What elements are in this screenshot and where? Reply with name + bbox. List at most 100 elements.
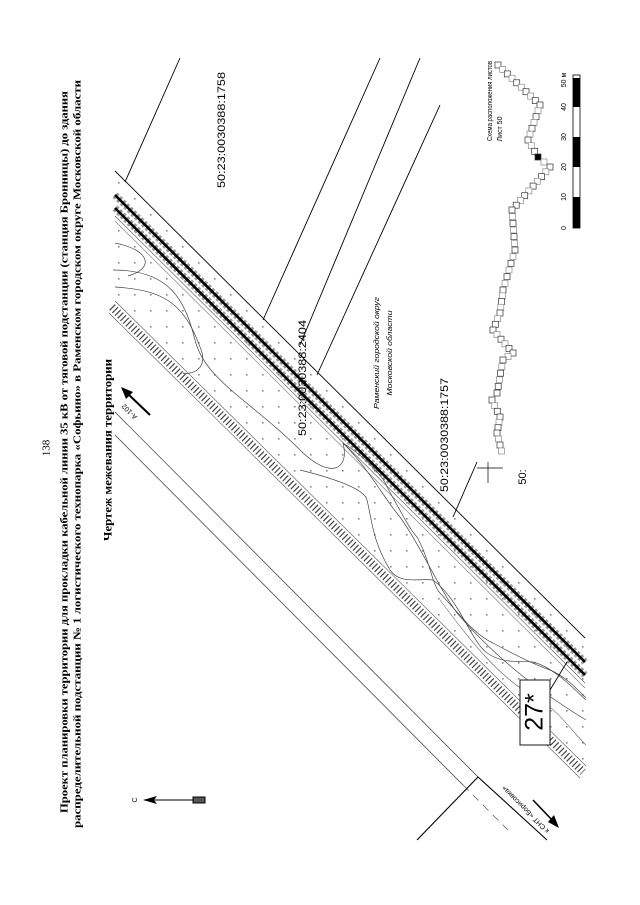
- north-arrow-icon: [143, 796, 206, 804]
- zone-leader: [549, 661, 568, 691]
- sheet-square: [497, 303, 505, 311]
- sheet-square: [510, 226, 517, 234]
- cable-line: [114, 207, 586, 676]
- sheet-square: [508, 74, 516, 82]
- scale-tick-40: 40: [561, 103, 568, 111]
- sheet-square: [499, 356, 507, 364]
- sheet-square: [509, 213, 516, 221]
- sheet-square: [511, 239, 518, 247]
- sheet-square: [504, 353, 512, 360]
- sheet-square: [534, 107, 542, 115]
- corridor-dot-fill: [115, 168, 586, 768]
- sheet-square: [528, 124, 536, 132]
- document-title-line-1: Проект планировки территории для проклад…: [59, 91, 70, 813]
- zone-number-badge: 27*: [519, 679, 551, 746]
- parcel-label-partial: 50:: [517, 469, 529, 484]
- sheet-square: [491, 320, 499, 328]
- sheet-square: [489, 326, 497, 334]
- sheet-square: [531, 147, 539, 155]
- contour-line: [114, 242, 146, 277]
- sheet-square: [503, 273, 511, 281]
- embankment-hatch: [109, 304, 586, 775]
- sheet-square: [521, 192, 529, 200]
- current-sheet-square: [534, 153, 542, 161]
- sheet-square: [496, 309, 504, 317]
- sheet-square: [493, 389, 501, 397]
- sheet-square: [524, 136, 532, 144]
- snt-direction-arrow: [532, 799, 559, 828]
- scale-tick-50: 50 м: [561, 73, 568, 88]
- north-label: С: [132, 797, 139, 802]
- sheet-square: [491, 402, 499, 410]
- scale-bar: [572, 74, 581, 229]
- scale-tick-20: 20: [561, 163, 568, 171]
- parcel-label-1757: 50:23:0030388:1757: [439, 378, 451, 492]
- sheet-square: [538, 173, 545, 180]
- map-area: А-102 к СНТ «Борисовка»: [108, 57, 588, 841]
- sheet-layout-scheme: [488, 61, 554, 455]
- sheet-square: [517, 197, 524, 204]
- sheet-square: [511, 246, 519, 254]
- sheet-square: [522, 88, 530, 96]
- contour-line: [342, 442, 587, 721]
- sheet-square: [509, 349, 517, 357]
- sheet-square: [493, 429, 501, 437]
- sheet-square: [503, 70, 511, 78]
- sheet-square: [497, 369, 504, 377]
- road-label-snt: к СНТ «Борисовка»: [501, 784, 551, 834]
- sheet-square: [501, 279, 509, 287]
- sheet-square: [493, 407, 501, 415]
- corridor-boundary: [114, 170, 586, 639]
- district-label-line-1: Раменский городской округ: [372, 297, 381, 409]
- parcel-boundary-line: [262, 57, 381, 321]
- road-edge-line: [114, 411, 479, 778]
- sheet-square: [546, 163, 554, 171]
- sheet-square: [542, 168, 550, 176]
- sheet-square: [505, 266, 513, 274]
- sheet-square: [495, 435, 502, 443]
- sheet-square: [507, 259, 515, 267]
- sheet-square: [513, 79, 521, 87]
- contour-line: [114, 286, 203, 374]
- road-label-a102: А-102: [121, 402, 139, 420]
- contour-line: [112, 269, 345, 469]
- sheet-scheme-sheet: Лист 50: [497, 116, 504, 141]
- scale-tick-30: 30: [561, 133, 568, 141]
- embankment-edge: [108, 312, 581, 779]
- sheet-square: [498, 447, 505, 455]
- sheet-square: [533, 177, 541, 185]
- sheet-square: [509, 219, 517, 227]
- sheet-square: [505, 345, 513, 352]
- corridor-inner-line: [114, 215, 586, 684]
- sheet-square: [531, 97, 539, 104]
- sheet-square: [540, 158, 548, 166]
- page-number: 138: [41, 439, 53, 456]
- parcel-label-2404: 50:23:0030388:2404: [297, 320, 309, 436]
- contour-line: [299, 469, 587, 701]
- sheet-square: [494, 315, 502, 323]
- parcel-label-1758: 50:23:0030388:1758: [216, 72, 228, 188]
- parcel-boundary-line: [124, 57, 181, 183]
- zone-number: 27*: [521, 693, 549, 731]
- document-title-line-2: распределительной подстанции № 1 логисти…: [72, 80, 83, 828]
- parcel-boundary-line: [299, 57, 421, 346]
- sheet-square: [510, 233, 518, 241]
- corridor-inner-line: [114, 220, 586, 689]
- sheet-square: [536, 101, 544, 109]
- sheet-square: [512, 201, 520, 209]
- sheet-square: [499, 286, 507, 294]
- sheet-square: [529, 182, 537, 190]
- sheet-square: [494, 61, 502, 69]
- sheet-square: [497, 335, 505, 343]
- district-label-line-2: Московской области: [385, 310, 394, 396]
- sheet-square: [498, 292, 506, 300]
- sheet-square: [493, 331, 501, 338]
- sheet-square: [498, 363, 506, 370]
- drawing-title: Чертеж межевания территории: [103, 359, 115, 541]
- sheet-square: [530, 119, 538, 126]
- embankment-edge: [114, 300, 587, 767]
- sheet-square: [525, 187, 533, 195]
- sheet-square: [496, 376, 503, 384]
- a102-direction-arrow: [121, 387, 151, 416]
